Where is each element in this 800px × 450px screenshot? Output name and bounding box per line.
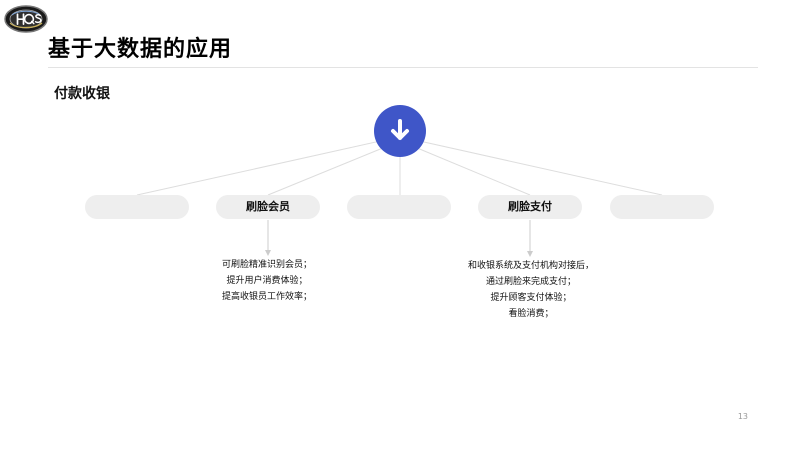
member-benefit-line: 可刷脸精准识别会员； xyxy=(221,260,312,270)
connector-line-1 xyxy=(136,139,386,196)
empty-category-pill-5 xyxy=(610,195,714,219)
payment-benefit-line: 看脸消费； xyxy=(508,309,554,319)
payment-benefit-line: 和收银系统及支付机构对接后， xyxy=(467,261,594,271)
face-payment-pill: 刷脸支付 xyxy=(478,195,582,219)
payment-benefit-line: 提升顾客支付体验； xyxy=(490,293,572,303)
connector-line-4 xyxy=(409,144,531,196)
connector-line-2 xyxy=(267,144,391,196)
page-number: 13 xyxy=(737,412,748,421)
connector-line-5 xyxy=(414,139,663,196)
page-title: 基于大数据的应用 xyxy=(48,37,233,62)
title-divider xyxy=(48,67,758,68)
empty-category-pill-3 xyxy=(347,195,451,219)
empty-category-pill-1 xyxy=(85,195,189,219)
download-hub-button xyxy=(374,105,426,157)
member-benefits-list: 可刷脸精准识别会员； 提升用户消费体验； 提高收银员工作效率； xyxy=(205,257,329,305)
payment-benefits-list: 和收银系统及支付机构对接后， 通过刷脸来完成支付； 提升顾客支付体验； 看脸消费… xyxy=(456,258,606,322)
company-logo xyxy=(4,4,48,34)
arrow-down-icon xyxy=(391,119,409,140)
payment-benefit-line: 通过刷脸来完成支付； xyxy=(485,277,576,287)
member-benefit-line: 提升用户消费体验； xyxy=(226,276,308,286)
section-title: 付款收银 xyxy=(54,86,110,102)
face-member-pill: 刷脸会员 xyxy=(216,195,320,219)
member-benefit-line: 提高收银员工作效率； xyxy=(221,292,312,302)
